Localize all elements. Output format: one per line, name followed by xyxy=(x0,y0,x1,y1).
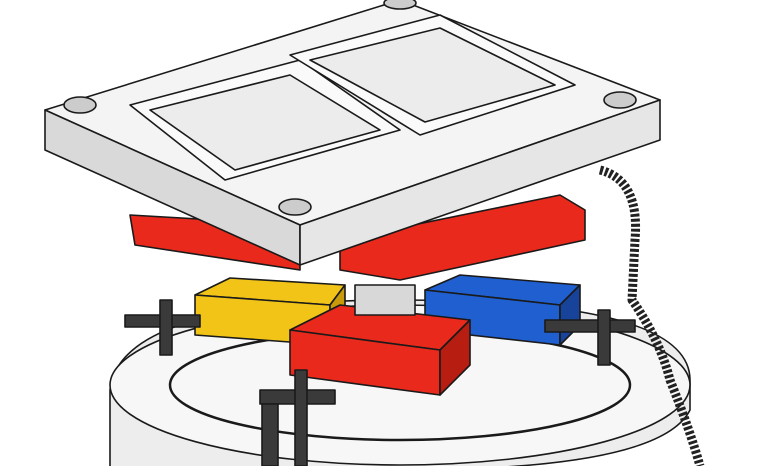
clamp-right xyxy=(544,309,636,366)
top-mold-plate xyxy=(44,0,661,266)
clamp-front xyxy=(259,369,336,466)
clamp-left xyxy=(124,299,201,356)
red-core-block xyxy=(289,284,471,396)
